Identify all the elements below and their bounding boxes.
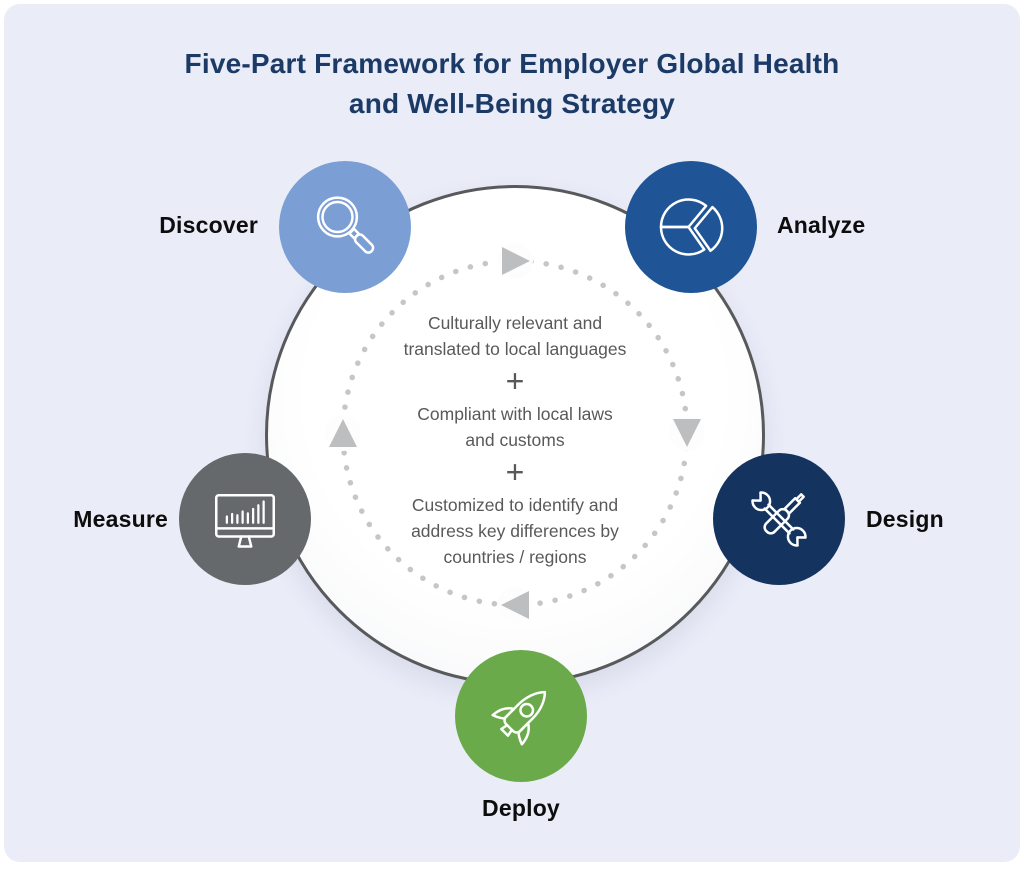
node-label-design: Design bbox=[866, 506, 944, 532]
cycle-dotted-ring bbox=[325, 243, 705, 623]
cycle-arrow-bottom-icon bbox=[501, 591, 529, 619]
center-requirements-text: Culturally relevant and translated to lo… bbox=[372, 310, 658, 570]
node-label-discover: Discover bbox=[159, 212, 258, 238]
node-measure bbox=[179, 453, 311, 585]
center-item-3: Customized to identify and address key d… bbox=[411, 495, 619, 567]
node-label-analyze: Analyze bbox=[777, 212, 866, 238]
monitor-bar-chart-icon bbox=[215, 494, 275, 548]
node-deploy bbox=[455, 650, 587, 782]
cycle-arrow-top-icon bbox=[502, 247, 530, 275]
center-item-2: Compliant with local laws and customs bbox=[417, 404, 613, 450]
rocket-icon bbox=[491, 690, 547, 746]
page-title-line1: Five-Part Framework for Employer Global … bbox=[184, 48, 840, 79]
pie-chart-icon bbox=[659, 198, 724, 256]
node-analyze bbox=[625, 161, 757, 293]
wrench-screwdriver-icon bbox=[751, 491, 807, 547]
plus-icon: + bbox=[505, 454, 525, 490]
node-label-measure: Measure bbox=[73, 506, 168, 532]
center-item-1: Culturally relevant and translated to lo… bbox=[403, 313, 627, 359]
page-title: Five-Part Framework for Employer Global … bbox=[0, 44, 1024, 124]
cycle-arrow-left-icon bbox=[329, 419, 357, 447]
plus-icon: + bbox=[505, 363, 525, 399]
page-title-line2: and Well-Being Strategy bbox=[348, 88, 676, 119]
node-discover bbox=[279, 161, 411, 293]
node-design bbox=[713, 453, 845, 585]
node-label-deploy: Deploy bbox=[482, 795, 560, 821]
magnifier-icon bbox=[316, 196, 375, 254]
cycle-arrow-right-icon bbox=[673, 419, 701, 447]
